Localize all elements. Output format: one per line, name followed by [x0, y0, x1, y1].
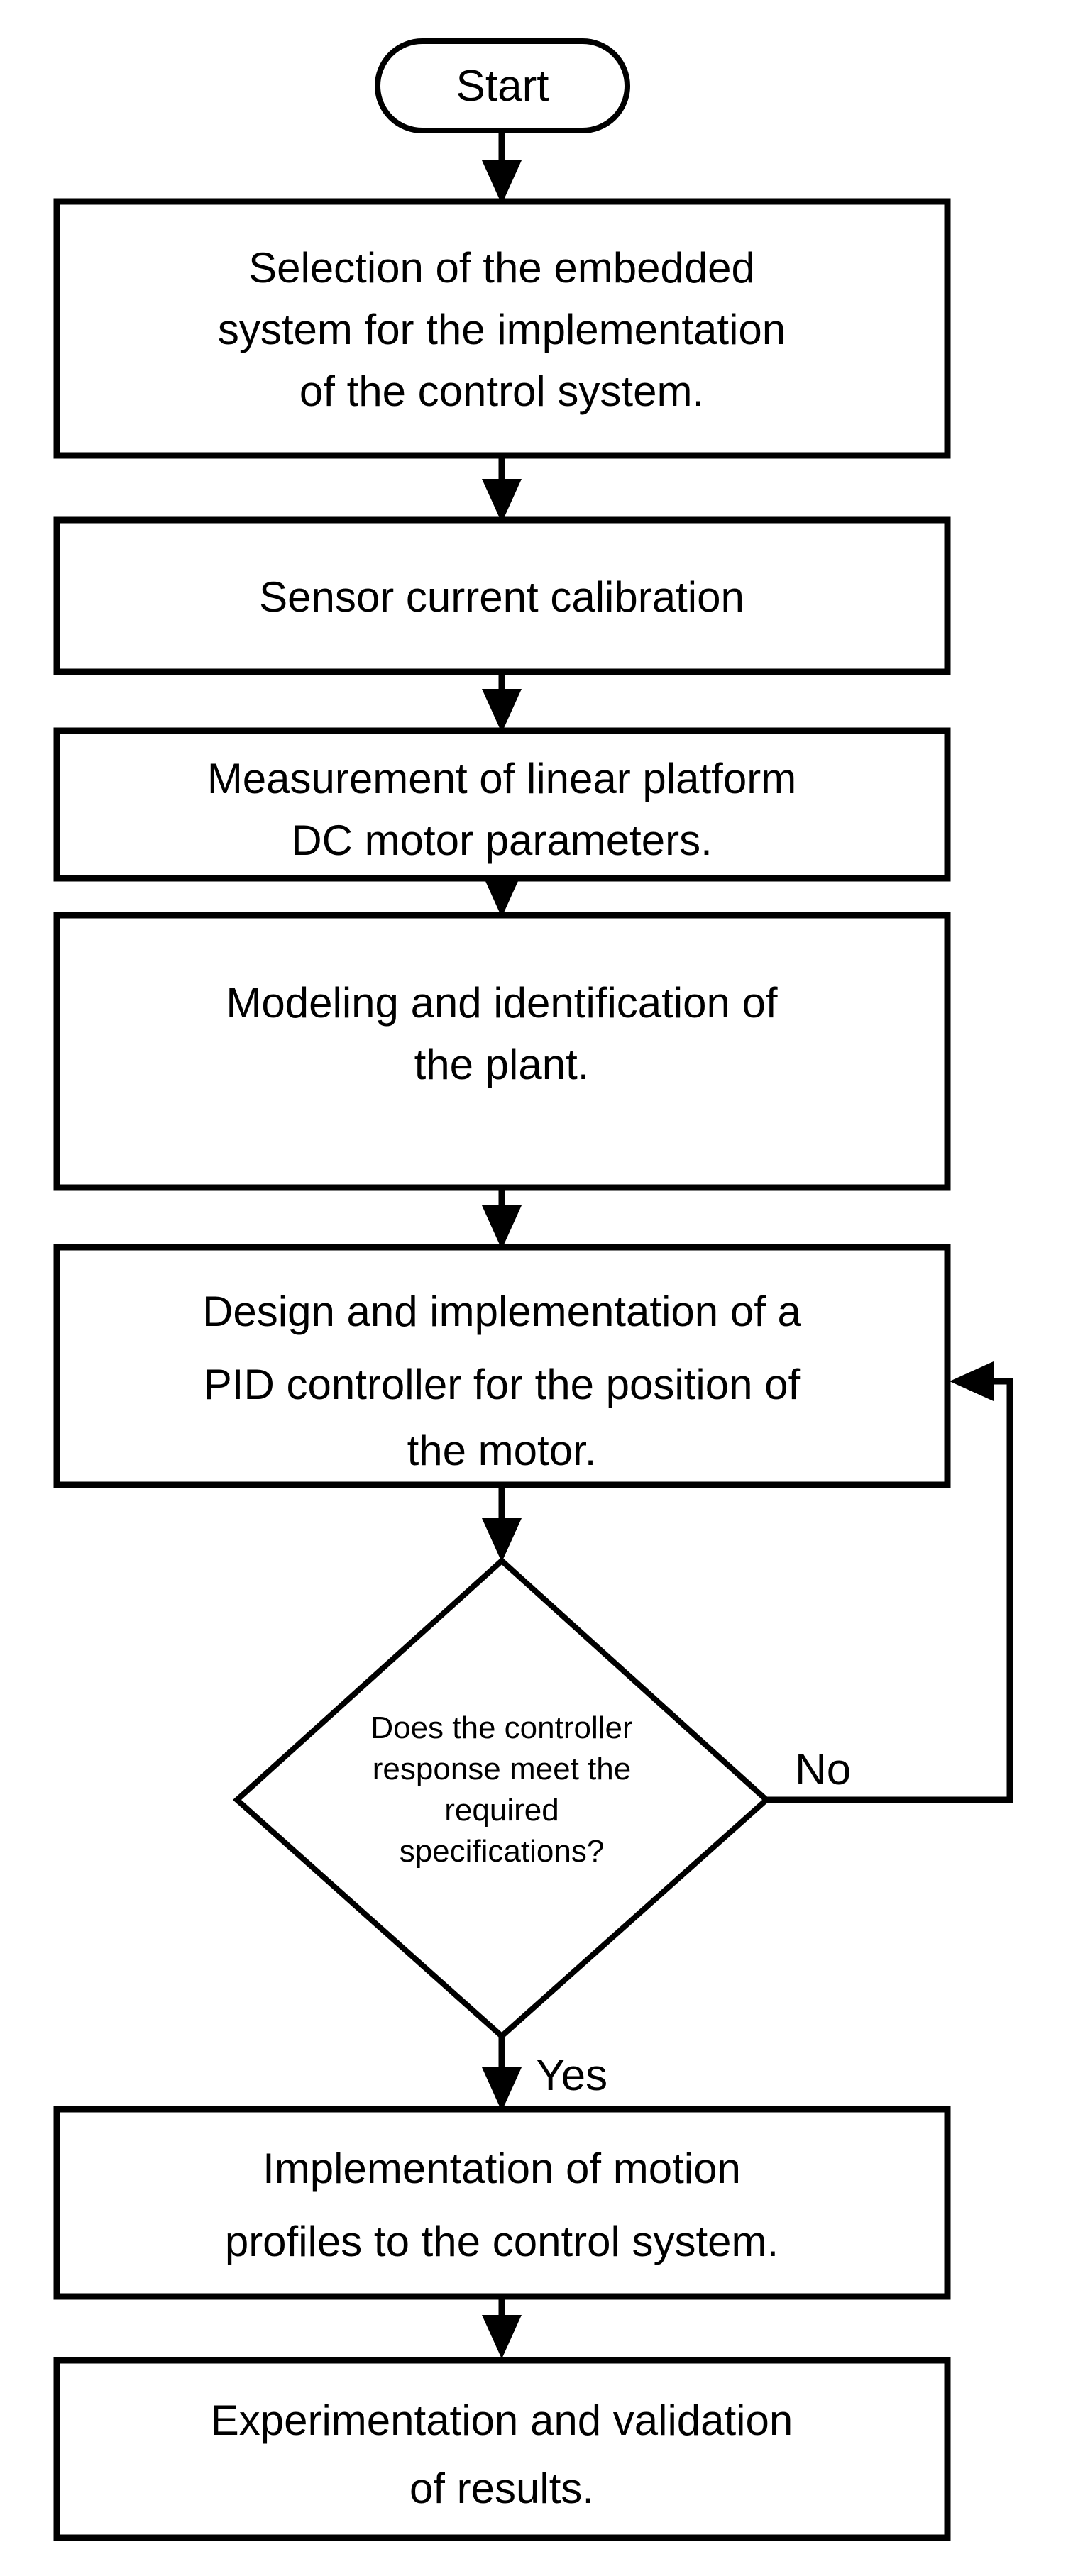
node-decision-line-3: required	[444, 1793, 559, 1828]
edge-profiles-to-experimentation	[482, 2296, 522, 2359]
node-measurement[interactable]: Measurement of linear platform DC motor …	[53, 727, 951, 882]
node-measurement-line-1: Measurement of linear platform	[207, 755, 796, 802]
node-start[interactable]: Start	[375, 38, 630, 133]
node-profiles-line-2: profiles to the control system.	[225, 2218, 779, 2265]
edge-label-no: No	[795, 1745, 851, 1794]
node-experimentation-line-1: Experimentation and validation	[211, 2397, 793, 2444]
node-modeling-line-1: Modeling and identification of	[226, 979, 778, 1027]
node-calibration[interactable]: Sensor current calibration	[53, 516, 951, 675]
node-selection-line-3: of the control system.	[299, 367, 704, 415]
edge-calibration-to-measurement	[482, 672, 522, 733]
node-selection-line-2: system for the implementation	[218, 306, 786, 353]
node-decision-line-1: Does the controller	[370, 1710, 632, 1745]
edge-start-to-selection	[482, 130, 522, 204]
edge-label-yes: Yes	[536, 2051, 607, 2100]
node-profiles-line-1: Implementation of motion	[263, 2145, 741, 2192]
edge-decision-yes-to-profiles	[482, 2036, 522, 2111]
node-selection[interactable]: Selection of the embedded system for the…	[53, 198, 951, 459]
node-modeling-line-2: the plant.	[414, 1041, 590, 1088]
node-calibration-line-1: Sensor current calibration	[259, 573, 744, 621]
edge-selection-to-calibration	[482, 455, 522, 523]
node-selection-line-1: Selection of the embedded	[248, 244, 755, 292]
node-experimentation-line-2: of results.	[409, 2465, 594, 2512]
node-start-label: Start	[456, 62, 549, 111]
edge-pid-to-decision	[482, 1485, 522, 1562]
node-profiles[interactable]: Implementation of motion profiles to the…	[53, 2106, 951, 2300]
node-decision-line-2: response meet the	[373, 1752, 631, 1786]
node-decision[interactable]: Does the controller response meet the re…	[233, 1557, 771, 2040]
node-pid-line-3: the motor.	[407, 1427, 597, 1474]
node-pid[interactable]: Design and implementation of a PID contr…	[53, 1244, 951, 1488]
node-decision-line-4: specifications?	[400, 1834, 605, 1869]
node-measurement-line-2: DC motor parameters.	[291, 817, 713, 864]
node-pid-line-1: Design and implementation of a	[202, 1288, 801, 1335]
node-experimentation[interactable]: Experimentation and validation of result…	[53, 2357, 951, 2541]
edge-decision-no-feedback	[766, 1361, 1013, 1803]
node-pid-line-2: PID controller for the position of	[204, 1361, 801, 1408]
node-modeling[interactable]: Modeling and identification of the plant…	[53, 912, 951, 1191]
